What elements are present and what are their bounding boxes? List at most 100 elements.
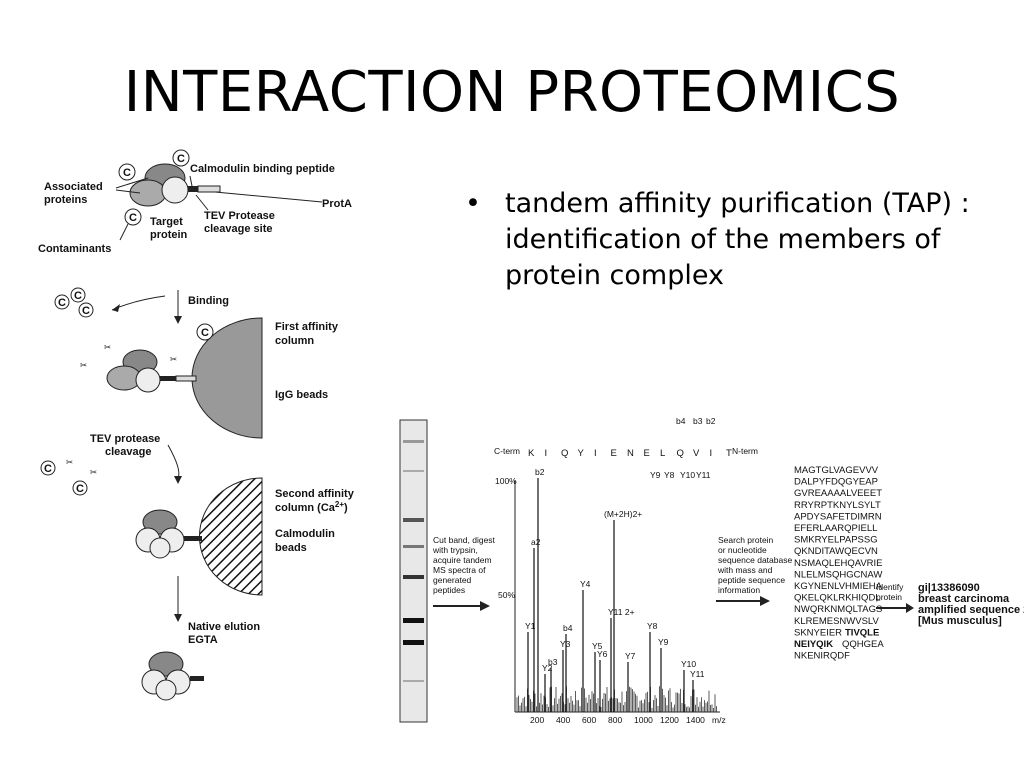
peak-label: Y9 xyxy=(658,637,669,647)
sequence-line: KGYNENLVHMIEHA xyxy=(794,581,883,592)
c-symbol: C xyxy=(72,480,88,496)
sequence-line: MAGTGLVAGEVVV xyxy=(794,465,879,476)
svg-text:protein: protein xyxy=(876,592,902,602)
svg-text:Y10: Y10 xyxy=(680,470,695,480)
peak-label: Y10 xyxy=(681,659,696,669)
matched-peptide: NEIYQIK xyxy=(794,639,833,650)
x-tick-label: m/z xyxy=(712,715,726,725)
calmodulin-peptide xyxy=(188,186,198,192)
contaminant-scissor-icon: ✂ xyxy=(90,467,98,477)
peptide-residue: N xyxy=(627,448,634,459)
purified-complex xyxy=(141,651,204,701)
bound-complex xyxy=(106,349,197,393)
first-column-label: column xyxy=(275,335,314,347)
sequence-line: NKENIRQDF xyxy=(794,651,850,662)
x-tick-label: 600 xyxy=(582,715,596,725)
sds-gel-lane xyxy=(399,419,428,723)
peak-label: a2 xyxy=(531,537,541,547)
contaminant-scissor-icon: ✂ xyxy=(104,342,112,352)
svg-text:b3: b3 xyxy=(693,416,703,426)
svg-text:Y9: Y9 xyxy=(650,470,661,480)
contaminant-scissor-icon: ✂ xyxy=(66,457,74,467)
slide-title: INTERACTION PROTEOMICS xyxy=(123,60,901,125)
second-affinity-column xyxy=(198,477,263,596)
second-column-label: column (Ca2+) xyxy=(275,500,348,514)
peak-label: b4 xyxy=(563,623,573,633)
svg-text:C: C xyxy=(44,463,52,475)
peptide-residue: L xyxy=(660,448,665,459)
peak-label: b3 xyxy=(548,657,558,667)
peak-label: Y7 xyxy=(625,651,636,661)
peak-label: Y11 xyxy=(690,669,705,679)
svg-text:sequence database: sequence database xyxy=(718,555,792,565)
binding-curve-arrow xyxy=(111,295,166,311)
peptide-residue: V xyxy=(693,448,700,459)
x-tick-label: 400 xyxy=(556,715,570,725)
initial-complex xyxy=(129,163,221,207)
peptide-residue: E xyxy=(644,448,650,459)
svg-text:Search protein: Search protein xyxy=(718,535,774,545)
calmodulin-beads-label: beads xyxy=(275,542,307,554)
svg-text:information: information xyxy=(718,585,760,595)
c-symbol: C xyxy=(124,208,142,226)
sequence-line: GVREAAAALVEEET xyxy=(794,488,882,499)
elution-label: Native elution xyxy=(188,621,260,633)
tev-cleavage-label: TEV protease xyxy=(90,433,160,445)
svg-text:Identify: Identify xyxy=(876,582,904,592)
peptide-residue: Y xyxy=(578,448,585,459)
c-symbol: C xyxy=(40,460,56,476)
sequence-line: APDYSAFETDIMRN xyxy=(794,511,882,522)
c-symbol: C xyxy=(172,149,190,167)
contaminant-scissor-icon: ✂ xyxy=(80,360,88,370)
sequence-line: SKNYEIER xyxy=(794,627,842,638)
associated-label: Associated xyxy=(44,181,103,193)
sequence-line: QKELQKLRKHIQDL xyxy=(794,593,881,604)
peak-label: Y4 xyxy=(580,579,591,589)
sequence-line: DALPYFDQGYEAP xyxy=(794,477,878,488)
prota-label: ProtA xyxy=(322,198,352,210)
x-tick-label: 200 xyxy=(530,715,544,725)
svg-text:peptide sequence: peptide sequence xyxy=(718,575,785,585)
peptide-residue: I xyxy=(545,448,548,459)
svg-text:or nucleotide: or nucleotide xyxy=(718,545,767,555)
protein-sequence: MAGTGLVAGEVVVDALPYFDQGYEAPGVREAAAALVEEET… xyxy=(794,465,884,662)
svg-text:C: C xyxy=(74,290,82,302)
c-symbol: C xyxy=(54,294,70,310)
svg-text:Y11: Y11 xyxy=(696,470,711,480)
svg-text:C: C xyxy=(58,297,66,309)
result-label: [Mus musculus] xyxy=(918,615,1002,627)
c-symbol: C xyxy=(118,163,136,181)
prota-tag xyxy=(197,185,221,193)
peptide-residue: I xyxy=(710,448,713,459)
cterm-label: C-term xyxy=(494,446,520,456)
peak-label: Y3 xyxy=(560,639,571,649)
peptide-residue: I xyxy=(594,448,597,459)
x-tick-label: 1200 xyxy=(660,715,679,725)
target-label: protein xyxy=(150,229,188,241)
result-label: gi|13386090 xyxy=(918,582,980,594)
nterm-label: N-term xyxy=(732,446,758,456)
c-symbol: C xyxy=(70,287,86,303)
result-label: breast carcinoma xyxy=(918,593,1010,605)
sequence-line: SMKRYELPAPSSG xyxy=(794,535,878,546)
contaminant-scissor-icon: ✂ xyxy=(170,354,178,364)
second-column-label: Second affinity xyxy=(275,488,355,500)
svg-text:with mass and: with mass and xyxy=(717,565,773,575)
tev-site-label: cleavage site xyxy=(204,223,273,235)
svg-text:100%: 100% xyxy=(495,476,517,486)
svg-text:C: C xyxy=(177,153,185,165)
peptide-residue: Q xyxy=(677,448,684,459)
peak-label: Y1 xyxy=(525,621,536,631)
svg-text:peptides: peptides xyxy=(433,585,465,595)
associated-label: proteins xyxy=(44,194,87,206)
svg-text:Y8: Y8 xyxy=(664,470,675,480)
result-label: amplified sequence 2 xyxy=(918,604,1024,616)
binding-label: Binding xyxy=(188,295,229,307)
x-tick-label: 1000 xyxy=(634,715,653,725)
sequence-line: KLREMESNWVSLV xyxy=(794,616,879,627)
svg-text:with trypsin,: with trypsin, xyxy=(432,545,478,555)
second-bound-complex xyxy=(135,509,202,559)
igg-label: IgG beads xyxy=(275,389,328,401)
